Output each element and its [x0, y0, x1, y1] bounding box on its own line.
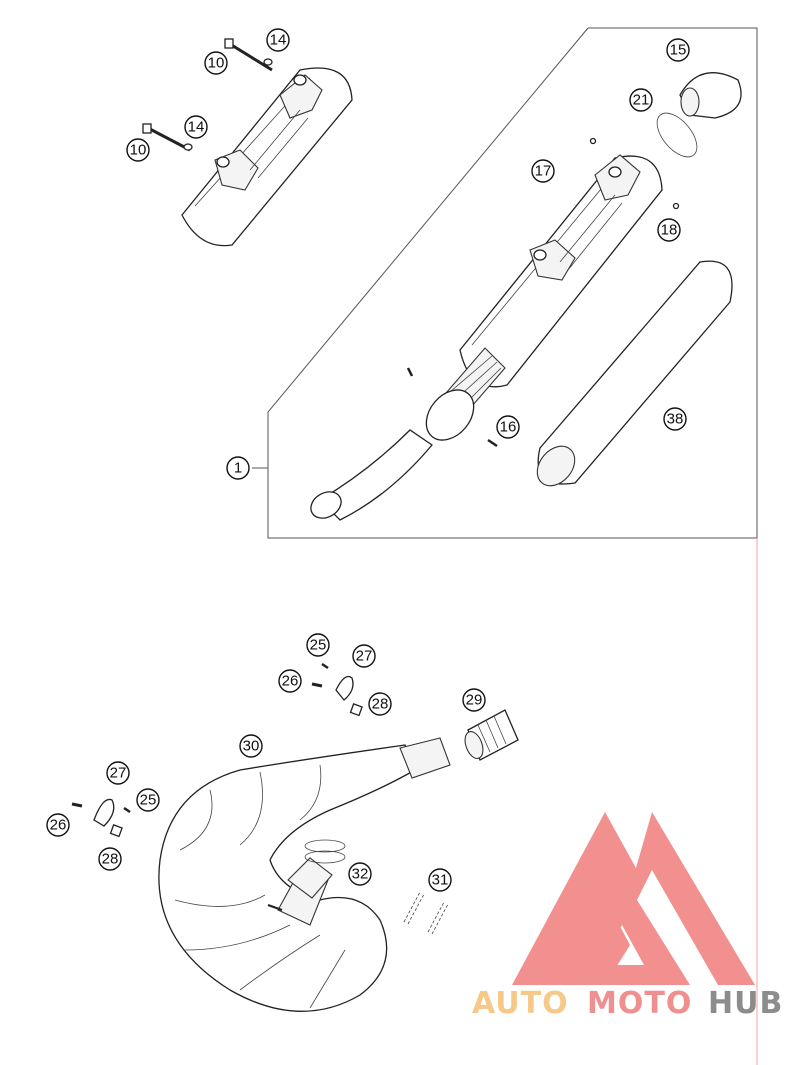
washer-14-lower — [183, 143, 193, 151]
callout-28-upper: 28 — [368, 692, 392, 716]
callout-26-lower: 26 — [46, 813, 70, 837]
bracket-hardware-upper — [311, 662, 363, 717]
callout-32: 32 — [348, 862, 372, 886]
svg-text:29: 29 — [466, 692, 483, 709]
svg-text:27: 27 — [110, 765, 127, 782]
washer-14-upper — [263, 58, 273, 66]
svg-text:16: 16 — [500, 419, 517, 436]
callout-26-upper: 26 — [278, 669, 302, 693]
svg-text:31: 31 — [432, 872, 449, 889]
svg-text:21: 21 — [633, 92, 650, 109]
automotohub-logo — [512, 812, 755, 985]
callout-25-upper: 25 — [306, 633, 330, 657]
callout-14-upper: 14 — [266, 28, 290, 52]
svg-text:15: 15 — [670, 42, 687, 59]
svg-text:25: 25 — [140, 792, 157, 809]
svg-text:27: 27 — [356, 648, 373, 665]
svg-text:14: 14 — [270, 32, 287, 49]
svg-text:10: 10 — [208, 55, 225, 72]
callout-17: 17 — [531, 159, 555, 183]
logo-mark-icon — [512, 812, 755, 985]
callout-27-upper: 27 — [352, 644, 376, 668]
svg-text:1: 1 — [234, 460, 242, 477]
callout-10-lower: 10 — [126, 138, 150, 162]
heat-shield-38 — [536, 260, 733, 487]
o-ring-21 — [656, 112, 698, 158]
bolt-10-lower — [142, 123, 191, 152]
rivet-18 — [589, 137, 680, 210]
bracket-hardware-lower — [71, 798, 131, 838]
svg-text:18: 18 — [661, 222, 678, 239]
o-rings-32 — [304, 839, 346, 864]
svg-text:17: 17 — [535, 163, 552, 180]
silencer-body — [459, 154, 663, 388]
svg-text:25: 25 — [310, 637, 327, 654]
callout-29: 29 — [462, 688, 486, 712]
callout-31: 31 — [428, 868, 452, 892]
svg-text:28: 28 — [372, 696, 389, 713]
svg-text:26: 26 — [282, 673, 299, 690]
callout-25-lower: 25 — [136, 788, 160, 812]
svg-text:28: 28 — [102, 851, 119, 868]
exhaust-sleeve-29 — [464, 709, 519, 761]
callout-15: 15 — [666, 38, 690, 62]
svg-text:30: 30 — [243, 738, 260, 755]
callout-30: 30 — [239, 734, 263, 758]
silencer-bracket-detail — [181, 67, 353, 247]
assembly-frame — [252, 27, 758, 539]
callout-10-upper: 10 — [204, 51, 228, 75]
svg-text:38: 38 — [667, 411, 684, 428]
callout-18: 18 — [657, 218, 681, 242]
screw-16 — [487, 438, 498, 448]
logo-word-moto: MOTO — [587, 986, 692, 1021]
callout-28-lower: 28 — [98, 847, 122, 871]
callout-27-lower: 27 — [106, 761, 130, 785]
springs-31 — [403, 891, 449, 935]
silencer-end-cap — [679, 72, 742, 119]
callout-38: 38 — [663, 407, 687, 431]
screw-upper-small — [406, 367, 414, 377]
exhaust-pipe-30 — [158, 737, 451, 1012]
callout-16: 16 — [496, 415, 520, 439]
bolt-10-upper — [224, 38, 273, 72]
callout-21: 21 — [629, 88, 653, 112]
callout-1: 1 — [226, 456, 250, 480]
silencer-inlet-pipe — [310, 389, 475, 521]
svg-text:10: 10 — [130, 142, 147, 159]
logo-word-hub: HUB — [708, 986, 783, 1021]
svg-text:26: 26 — [50, 817, 67, 834]
svg-text:14: 14 — [188, 119, 205, 136]
logo-word-auto: AUTO — [472, 986, 569, 1021]
svg-text:32: 32 — [352, 866, 369, 883]
exhaust-flange-32-area — [267, 857, 333, 911]
callout-14-lower: 14 — [184, 115, 208, 139]
